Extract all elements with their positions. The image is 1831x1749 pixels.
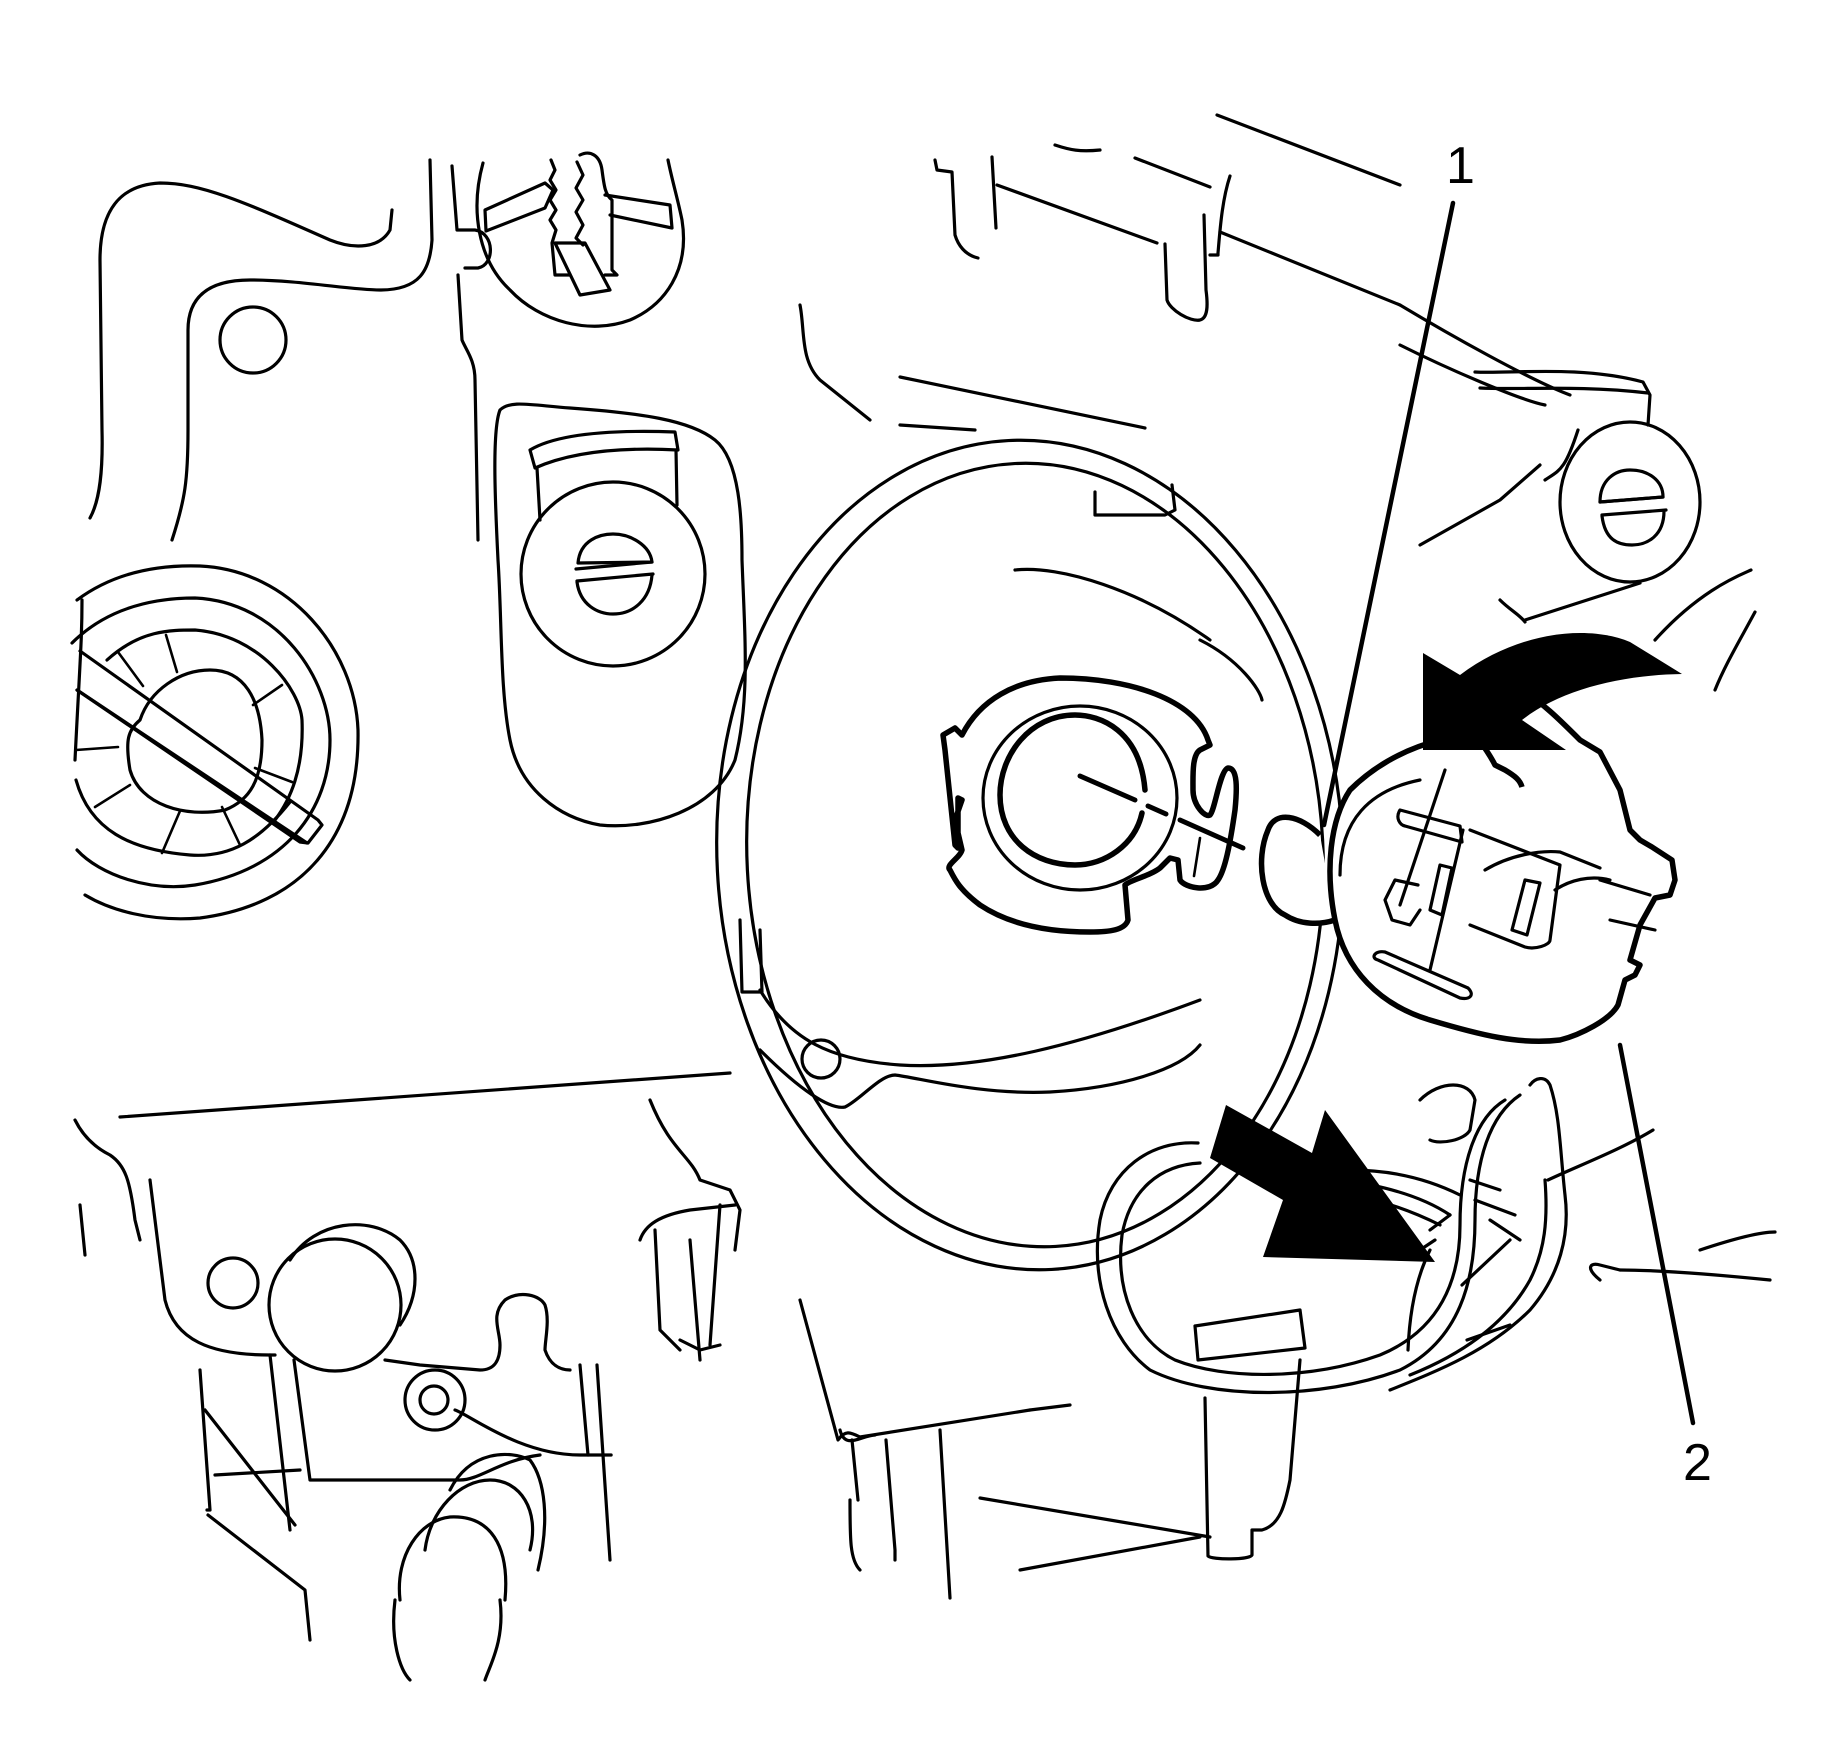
- housing-left-upper: [73, 158, 492, 762]
- retaining-clip-detail: [475, 151, 685, 328]
- housing-right: [1465, 610, 1777, 1342]
- callout-2-leader: [1617, 1042, 1696, 1426]
- bulb-retaining-bayonet: [940, 675, 1246, 935]
- mounting-hole-icon: [206, 1256, 260, 1310]
- housing-top: [798, 113, 1402, 432]
- mounting-hole-icon: [218, 305, 288, 375]
- housing-lower-left: [73, 1071, 732, 1682]
- adjuster-screw-left: [493, 402, 747, 828]
- wiring-harness: [1095, 1077, 1568, 1395]
- straight-pull-arrow-icon: [1210, 1105, 1435, 1262]
- mounting-boss-icon: [267, 1237, 403, 1373]
- callout-2-label: 2: [1683, 1434, 1712, 1492]
- callout-1-label: 1: [1446, 137, 1475, 195]
- locator-hole-icon: [800, 1038, 842, 1080]
- curved-rotate-arrow-icon: [1423, 632, 1682, 750]
- vent-cap: [70, 564, 360, 921]
- housing-lower-center: [638, 1098, 1302, 1600]
- grommet-inner-icon: [418, 1384, 450, 1416]
- callout-1-leader: [1321, 200, 1456, 828]
- adjuster-screw-head-icon: [519, 480, 707, 668]
- bayonet-inner-ring: [981, 704, 1179, 892]
- adjuster-screw-right: [1398, 303, 1753, 642]
- grommet-outer-icon: [403, 1368, 467, 1432]
- bulb-socket-connector: [1327, 687, 1678, 1045]
- headlamp-bulb: [1258, 814, 1336, 927]
- adjuster-screw-head-icon: [1558, 420, 1702, 584]
